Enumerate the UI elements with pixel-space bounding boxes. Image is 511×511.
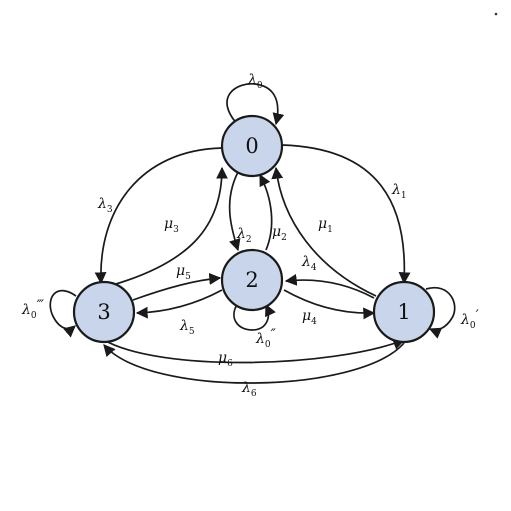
label-edge-1-1: λ0′	[460, 308, 480, 331]
edge-1-0	[271, 166, 377, 297]
label-edge-1-2: λ4	[301, 254, 317, 273]
label-edge-2-3: λ5	[179, 318, 195, 337]
edge-1-2	[284, 273, 375, 299]
edge-2-3	[135, 289, 223, 319]
edge-2-0	[259, 173, 273, 251]
label-edge-2-2: λ0″	[255, 327, 277, 350]
node-2-label: 2	[245, 268, 258, 292]
label-edge-2-0: μ2	[272, 224, 287, 243]
edge-1-1	[425, 286, 456, 339]
node-3-label: 3	[97, 300, 110, 324]
label-edge-3-1: μ6	[218, 350, 233, 369]
node-1: 1	[372, 280, 436, 344]
node-3-circle	[72, 280, 136, 344]
edge-0-3	[94, 147, 223, 285]
edge-3-0	[115, 166, 228, 285]
edge-1-3	[103, 342, 405, 384]
node-3: 3	[72, 280, 136, 344]
label-edge-0-2: λ2	[236, 226, 252, 245]
node-2: 2	[220, 248, 284, 312]
node-0: 0	[220, 114, 284, 178]
node-0-circle	[220, 114, 284, 178]
label-edge-1-3: λ6	[241, 380, 257, 399]
node-1-circle	[372, 280, 436, 344]
edge-2-2	[233, 302, 276, 331]
node-0-label: 0	[245, 134, 258, 158]
node-2-circle	[220, 248, 284, 312]
label-edge-2-1: μ4	[302, 308, 317, 327]
edge-0-2	[228, 171, 241, 252]
edge-3-2	[132, 272, 222, 301]
edge-3-3	[49, 289, 77, 338]
edge-2-1	[283, 289, 376, 320]
node-1-label: 1	[397, 300, 410, 324]
label-edge-3-0: μ3	[164, 216, 179, 235]
edge-0-0	[226, 83, 285, 126]
label-edge-3-3: λ0‴	[21, 298, 45, 321]
label-edge-0-0: λ0	[247, 72, 263, 91]
edge-0-1	[281, 144, 411, 285]
label-edge-3-2: μ5	[176, 263, 191, 282]
edge-3-1	[103, 338, 406, 364]
label-edge-1-0: μ1	[318, 216, 333, 235]
corner-dot	[494, 12, 498, 16]
label-edge-0-3: λ3	[97, 196, 113, 215]
label-edge-0-1: λ1	[391, 182, 407, 201]
